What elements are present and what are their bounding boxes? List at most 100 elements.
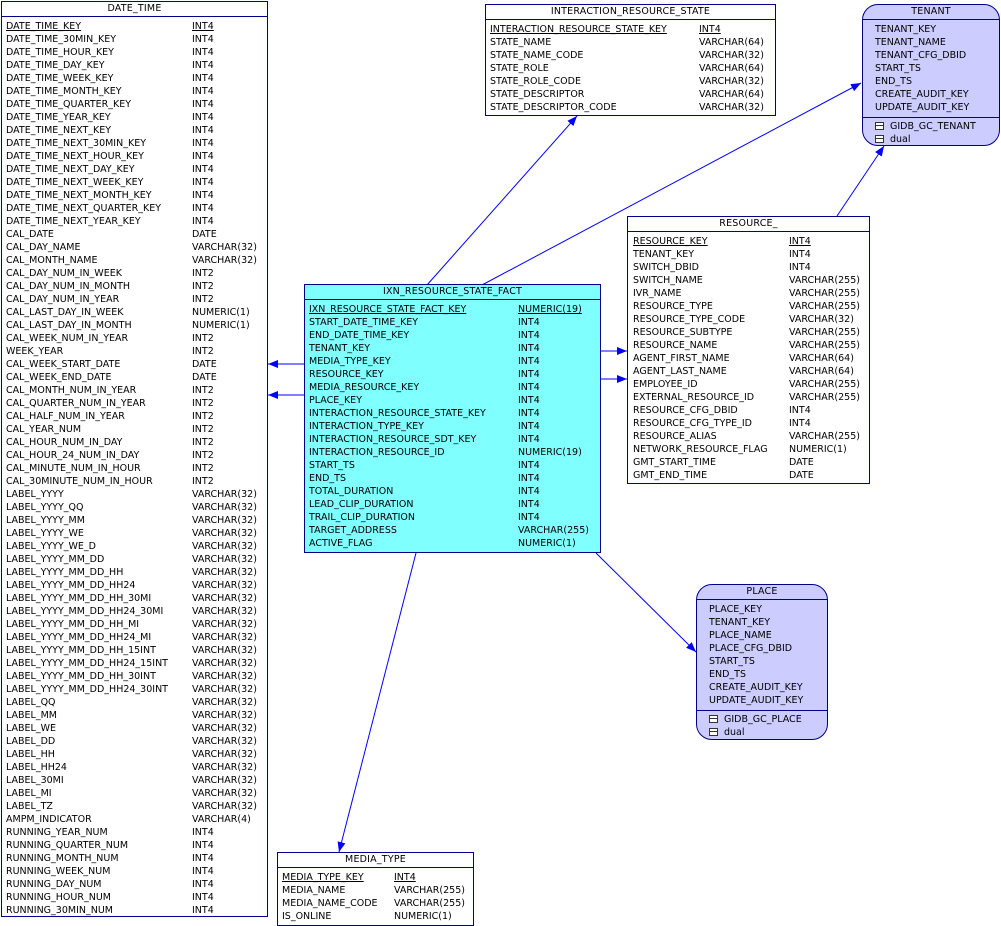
column-row[interactable]: UPDATE_AUDIT_KEY (697, 694, 827, 707)
column-row[interactable]: TENANT_CFG_DBID (863, 49, 999, 62)
column-row[interactable]: END_TS (863, 75, 999, 88)
column-row[interactable]: TENANT_KEY (697, 616, 827, 629)
column-row[interactable]: PLACE_CFG_DBID (697, 642, 827, 655)
column-row[interactable]: CREATE_AUDIT_KEY (697, 681, 827, 694)
source-table-row[interactable]: dual (697, 726, 827, 739)
source-table-row[interactable]: GIDB_GC_PLACE (697, 713, 827, 726)
entity-interaction-resource-state[interactable]: INTERACTION_RESOURCE_STATE INTERACTION_R… (485, 4, 776, 116)
column-row[interactable]: TENANT_KEY (863, 23, 999, 36)
column-row[interactable]: PLACE_NAME (697, 629, 827, 642)
